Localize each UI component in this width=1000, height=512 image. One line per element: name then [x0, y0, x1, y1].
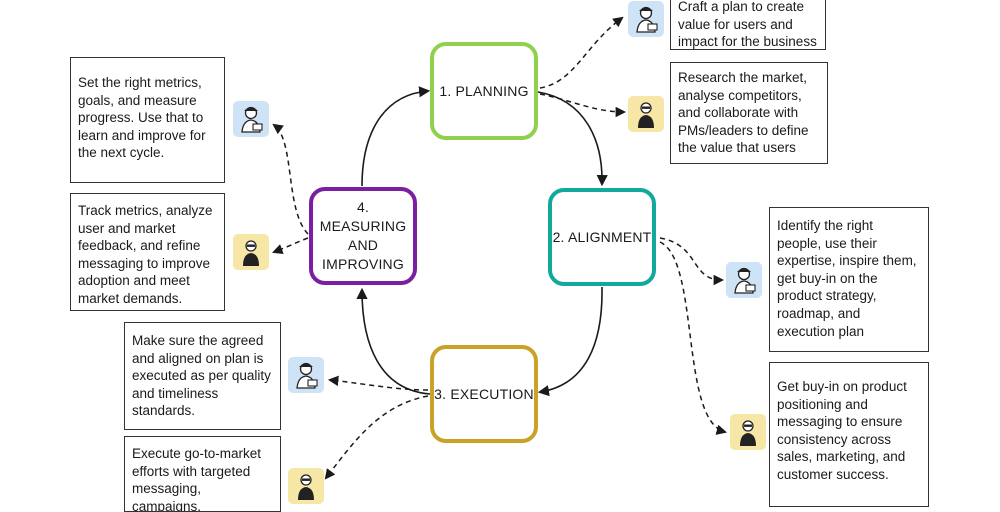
dashed-link-measuring-top	[272, 123, 309, 235]
note-execution-quality: Make sure the agreed and aligned on plan…	[124, 322, 281, 430]
stage-execution[interactable]: 3. EXECUTION	[430, 345, 538, 443]
cycle-arrow-planning-to-alignment	[537, 91, 608, 187]
stage-alignment-label: 2. ALIGNMENT	[552, 228, 652, 245]
stage-planning-label: 1. PLANNING	[439, 82, 529, 99]
cycle-arrow-measuring-to-planning	[361, 86, 431, 187]
dashed-link-execution-top	[327, 375, 429, 391]
dashed-link-planning-top	[539, 16, 624, 89]
stage-measuring-label: 4. MEASURING AND IMPROVING	[319, 199, 407, 272]
note-planning-research: Research the market, analyse competitors…	[670, 62, 828, 164]
designer-avatar-icon	[628, 1, 664, 37]
dashed-link-alignment-bottom	[659, 241, 728, 435]
stage-planning[interactable]: 1. PLANNING	[430, 42, 538, 140]
stage-alignment[interactable]: 2. ALIGNMENT	[548, 188, 656, 286]
cycle-arrow-execution-to-measuring	[356, 287, 431, 395]
dashed-link-execution-bottom	[324, 395, 429, 480]
designer-avatar-icon	[726, 262, 762, 298]
dashed-link-alignment-top	[659, 237, 725, 286]
note-alignment-people: Identify the right people, use their exp…	[769, 207, 929, 352]
stage-execution-label: 3. EXECUTION	[434, 385, 534, 402]
connector-layer	[272, 16, 728, 480]
marketer-avatar-icon	[288, 468, 324, 504]
note-measuring-metrics: Set the right metrics, goals, and measur…	[70, 57, 225, 183]
designer-avatar-icon	[288, 357, 324, 393]
note-measuring-track: Track metrics, analyze user and market f…	[70, 193, 225, 311]
dashed-link-measuring-bottom	[272, 237, 309, 255]
dashed-link-planning-bottom	[539, 93, 627, 118]
marketer-avatar-icon	[628, 96, 664, 132]
note-execution-gtm: Execute go-to-market efforts with target…	[124, 436, 281, 512]
stage-measuring[interactable]: 4. MEASURING AND IMPROVING	[309, 187, 417, 285]
marketer-avatar-icon	[730, 414, 766, 450]
designer-avatar-icon	[233, 101, 269, 137]
marketer-avatar-icon	[233, 234, 269, 270]
note-alignment-positioning: Get buy-in on product positioning and me…	[769, 362, 929, 507]
cycle-arrow-alignment-to-execution	[537, 286, 603, 397]
note-planning-value: Craft a plan to create value for users a…	[670, 0, 826, 50]
